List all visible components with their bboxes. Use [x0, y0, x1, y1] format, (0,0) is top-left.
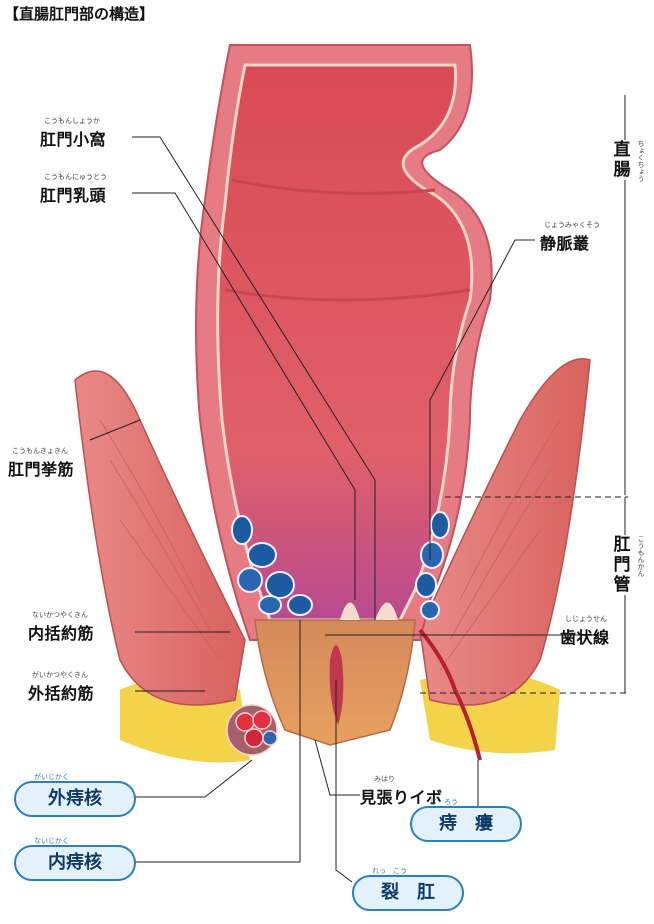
ruby-sentinel-pile: みはり	[374, 774, 395, 784]
label-anal-papilla: 肛門乳頭	[40, 182, 106, 206]
label-venous-plexus: 静脈叢	[540, 230, 590, 254]
page-title: 【直腸肛門部の構造】	[4, 3, 154, 24]
label-rectum-text: 直腸	[614, 140, 631, 180]
label-rectum: 直腸	[612, 140, 632, 180]
pill-anal-fissure: 裂 肛	[352, 875, 464, 911]
external-hemorrhoid-illustration	[227, 705, 277, 755]
label-dentate-line: 歯状線	[560, 624, 610, 648]
pill-anal-fistula: 痔 瘻	[410, 806, 522, 842]
leader-external-hemorrhoid	[135, 760, 252, 797]
leader-sentinel	[315, 740, 360, 795]
ruby-internal-sphincter: ないかつやくきん	[32, 610, 88, 620]
label-external-sphincter: 外括約筋	[28, 680, 94, 704]
label-internal-sphincter: 内括約筋	[28, 620, 94, 644]
ruby-levator-ani: こうもんきょきん	[12, 446, 68, 456]
ruby-venous-plexus: じょうみゃくそう	[544, 220, 600, 230]
ruby-external-sphincter: がいかつやくきん	[32, 670, 88, 680]
label-anal-canal-text: 肛門管	[614, 535, 631, 595]
label-levator-ani: 肛門挙筋	[8, 456, 74, 480]
label-anal-canal: 肛門管	[612, 535, 632, 595]
pill-external-hemorrhoid: 外痔核	[14, 781, 136, 817]
ruby-anal-canal: こうもんかん	[636, 535, 646, 577]
ruby-anal-crypt: こうもんしょうか	[44, 116, 100, 126]
pill-internal-hemorrhoid: 内痔核	[14, 845, 136, 881]
ruby-anal-papilla: こうもんにゅうとう	[44, 172, 107, 182]
ruby-rectum: ちょくちょう	[636, 140, 646, 182]
label-anal-crypt: 肛門小窩	[40, 126, 106, 150]
ruby-dentate-line: しじょうせん	[565, 614, 607, 624]
